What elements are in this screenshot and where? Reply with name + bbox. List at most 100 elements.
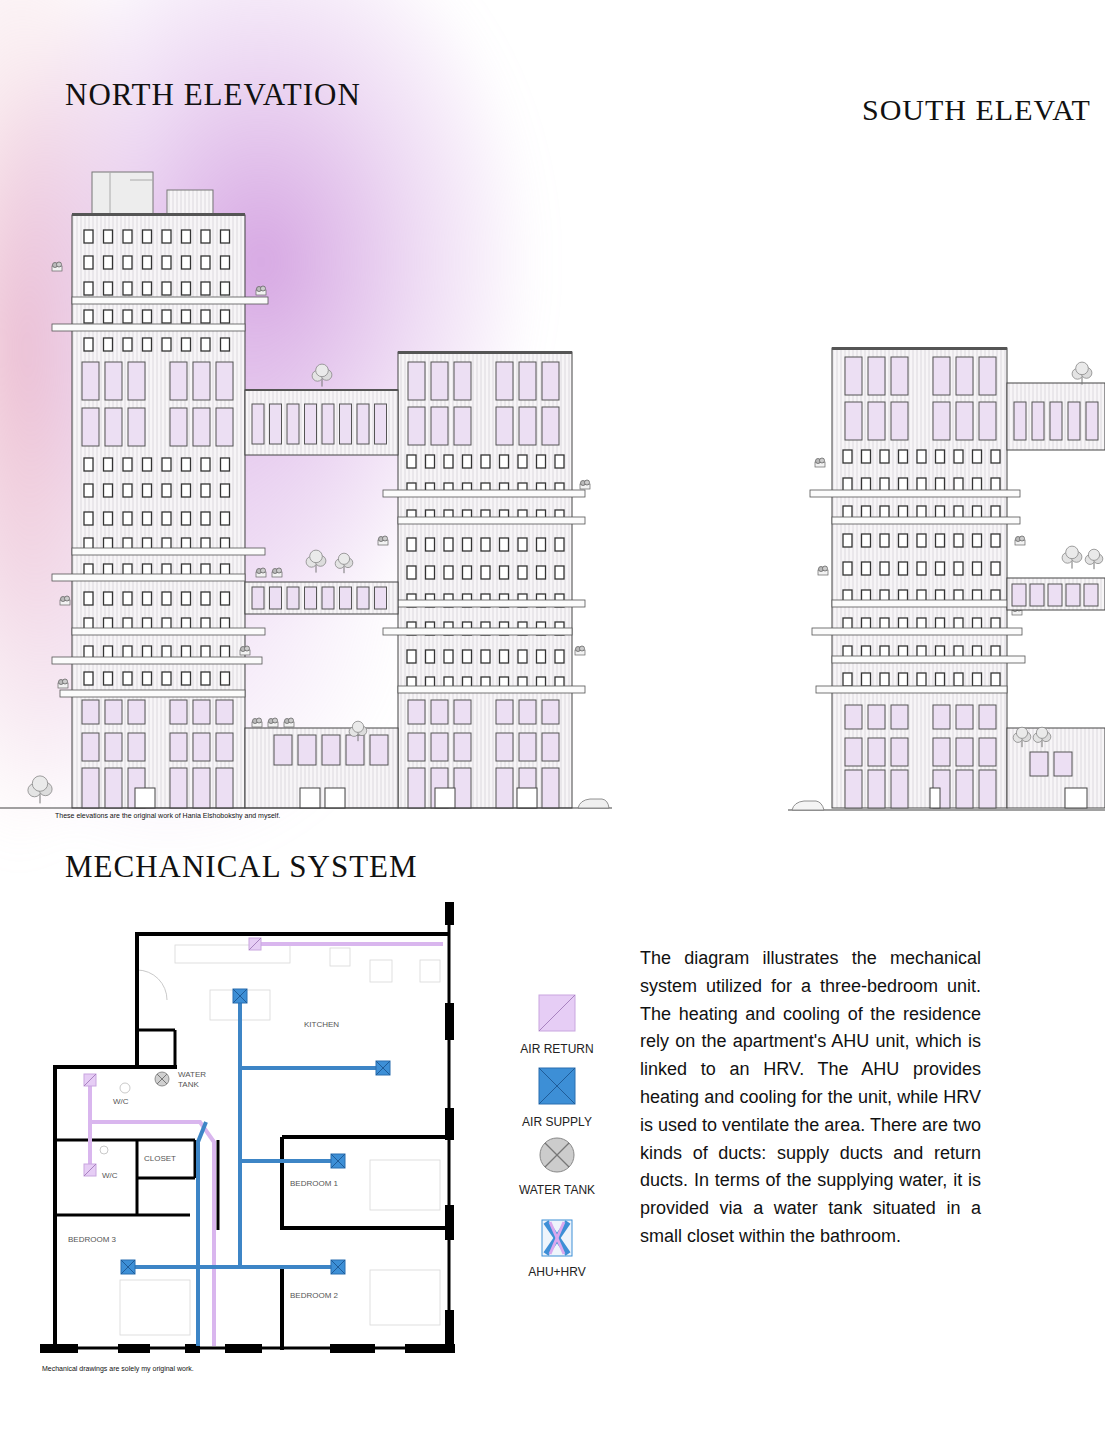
plant: [65, 596, 70, 601]
parapet: [832, 347, 1007, 350]
swatch-line: [545, 1143, 569, 1167]
window: [84, 592, 93, 605]
return-grille: [249, 938, 261, 950]
window: [954, 478, 963, 491]
window: [431, 733, 448, 761]
window: [408, 362, 425, 400]
window: [221, 672, 230, 685]
window: [143, 282, 152, 295]
window: [956, 770, 973, 808]
window: [426, 650, 435, 663]
legend-label: AHU+HRV: [528, 1265, 585, 1279]
window: [221, 512, 230, 525]
window: [496, 733, 513, 761]
window: [1012, 584, 1026, 606]
window: [917, 534, 926, 547]
window: [1050, 402, 1062, 440]
water-tank-symbol: [157, 1074, 167, 1084]
supply-diffuser: [331, 1260, 345, 1274]
plant: [383, 536, 388, 541]
window: [956, 357, 973, 395]
wall: [135, 932, 139, 1068]
window: [170, 700, 187, 724]
window: [973, 478, 982, 491]
basin: [120, 1083, 130, 1093]
window: [375, 404, 387, 444]
window: [201, 230, 210, 243]
window: [481, 455, 490, 468]
duct: [238, 996, 242, 1267]
window: [537, 455, 546, 468]
window: [408, 768, 425, 808]
window: [454, 733, 471, 761]
window: [182, 592, 191, 605]
legend-swatch: [538, 994, 576, 1032]
window: [481, 650, 490, 663]
window: [408, 700, 425, 724]
window: [496, 768, 513, 808]
water-tank-symbol: [155, 1072, 169, 1086]
wall: [217, 1140, 220, 1230]
window: [407, 566, 416, 579]
wall: [282, 1135, 449, 1139]
window: [463, 538, 472, 551]
window: [868, 738, 885, 766]
window: [979, 738, 996, 766]
window: [216, 362, 233, 400]
swatch-line: [539, 1068, 575, 1104]
window: [270, 587, 282, 609]
swatch-line: [539, 1068, 575, 1104]
window: [555, 566, 564, 579]
window: [162, 282, 171, 295]
window: [221, 484, 230, 497]
window: [123, 310, 132, 323]
wall: [280, 1265, 284, 1350]
furniture: [370, 1270, 440, 1325]
window: [880, 478, 889, 491]
window: [845, 402, 862, 440]
window: [104, 592, 113, 605]
supply-diffuser: [331, 1154, 345, 1168]
window: [216, 408, 233, 446]
duct: [255, 942, 443, 946]
wall-pier: [445, 1003, 454, 1040]
window: [991, 478, 1000, 491]
window: [862, 673, 871, 686]
window: [221, 592, 230, 605]
tree-crown: [1036, 727, 1047, 738]
window: [84, 672, 93, 685]
window: [991, 562, 1000, 575]
window: [426, 566, 435, 579]
window: [933, 357, 950, 395]
window: [933, 402, 950, 440]
wall: [280, 1137, 284, 1230]
window: [357, 587, 369, 609]
plant: [823, 566, 828, 571]
supply-diffuser: [331, 1260, 345, 1274]
swatch-line: [550, 1222, 564, 1254]
wall: [55, 1214, 190, 1217]
wall-pier: [225, 1344, 262, 1353]
swatch-line: [546, 1222, 568, 1254]
window: [123, 282, 132, 295]
legend-label: WATER TANK: [519, 1183, 595, 1197]
window: [843, 562, 852, 575]
window: [537, 650, 546, 663]
window: [1030, 584, 1044, 606]
sky-bridge: [245, 582, 398, 614]
window: [340, 404, 352, 444]
basin: [100, 1146, 108, 1154]
window: [431, 700, 448, 724]
window: [845, 770, 862, 808]
window: [346, 735, 364, 765]
window: [128, 408, 145, 446]
window: [1014, 402, 1026, 440]
plant: [277, 568, 282, 573]
return-grille: [249, 938, 261, 950]
rooftop-line: [130, 180, 153, 181]
wall: [137, 1029, 175, 1032]
tree-crown: [310, 550, 323, 563]
window: [221, 230, 230, 243]
window: [917, 673, 926, 686]
window: [917, 450, 926, 463]
